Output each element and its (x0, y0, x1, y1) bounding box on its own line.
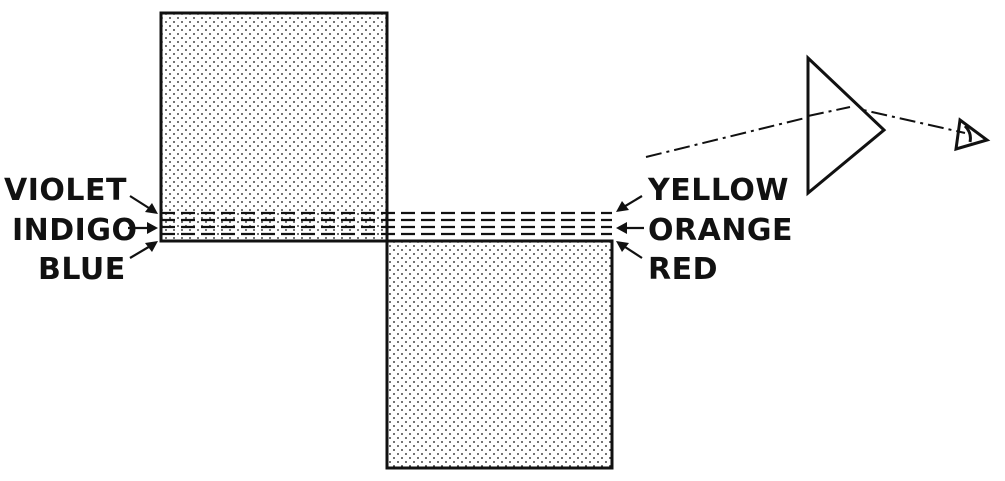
spectrum-bands (161, 211, 612, 236)
label-orange: ORANGE (648, 213, 793, 248)
label-indigo: INDIGO (12, 213, 137, 248)
upper-stippled-square (159, 11, 389, 243)
label-yellow: YELLOW (647, 173, 789, 208)
left-arrows (128, 195, 158, 259)
arrowhead-icon (145, 203, 158, 214)
arrowhead-icon (616, 222, 627, 234)
prism-icon (806, 54, 887, 197)
arrowhead-icon (147, 222, 158, 234)
arrowhead-icon (145, 241, 158, 252)
light-ray-inside-prism (807, 106, 851, 117)
lower-stippled-square (385, 239, 614, 470)
arrowhead-icon (616, 201, 629, 212)
eye-icon (954, 117, 991, 152)
label-blue: BLUE (38, 252, 126, 287)
light-ray (645, 105, 966, 158)
label-violet: VIOLET (4, 173, 127, 208)
arrowhead-icon (616, 241, 629, 252)
label-red: RED (648, 252, 718, 287)
right-arrows (616, 195, 644, 259)
arrow-violet (129, 195, 153, 211)
